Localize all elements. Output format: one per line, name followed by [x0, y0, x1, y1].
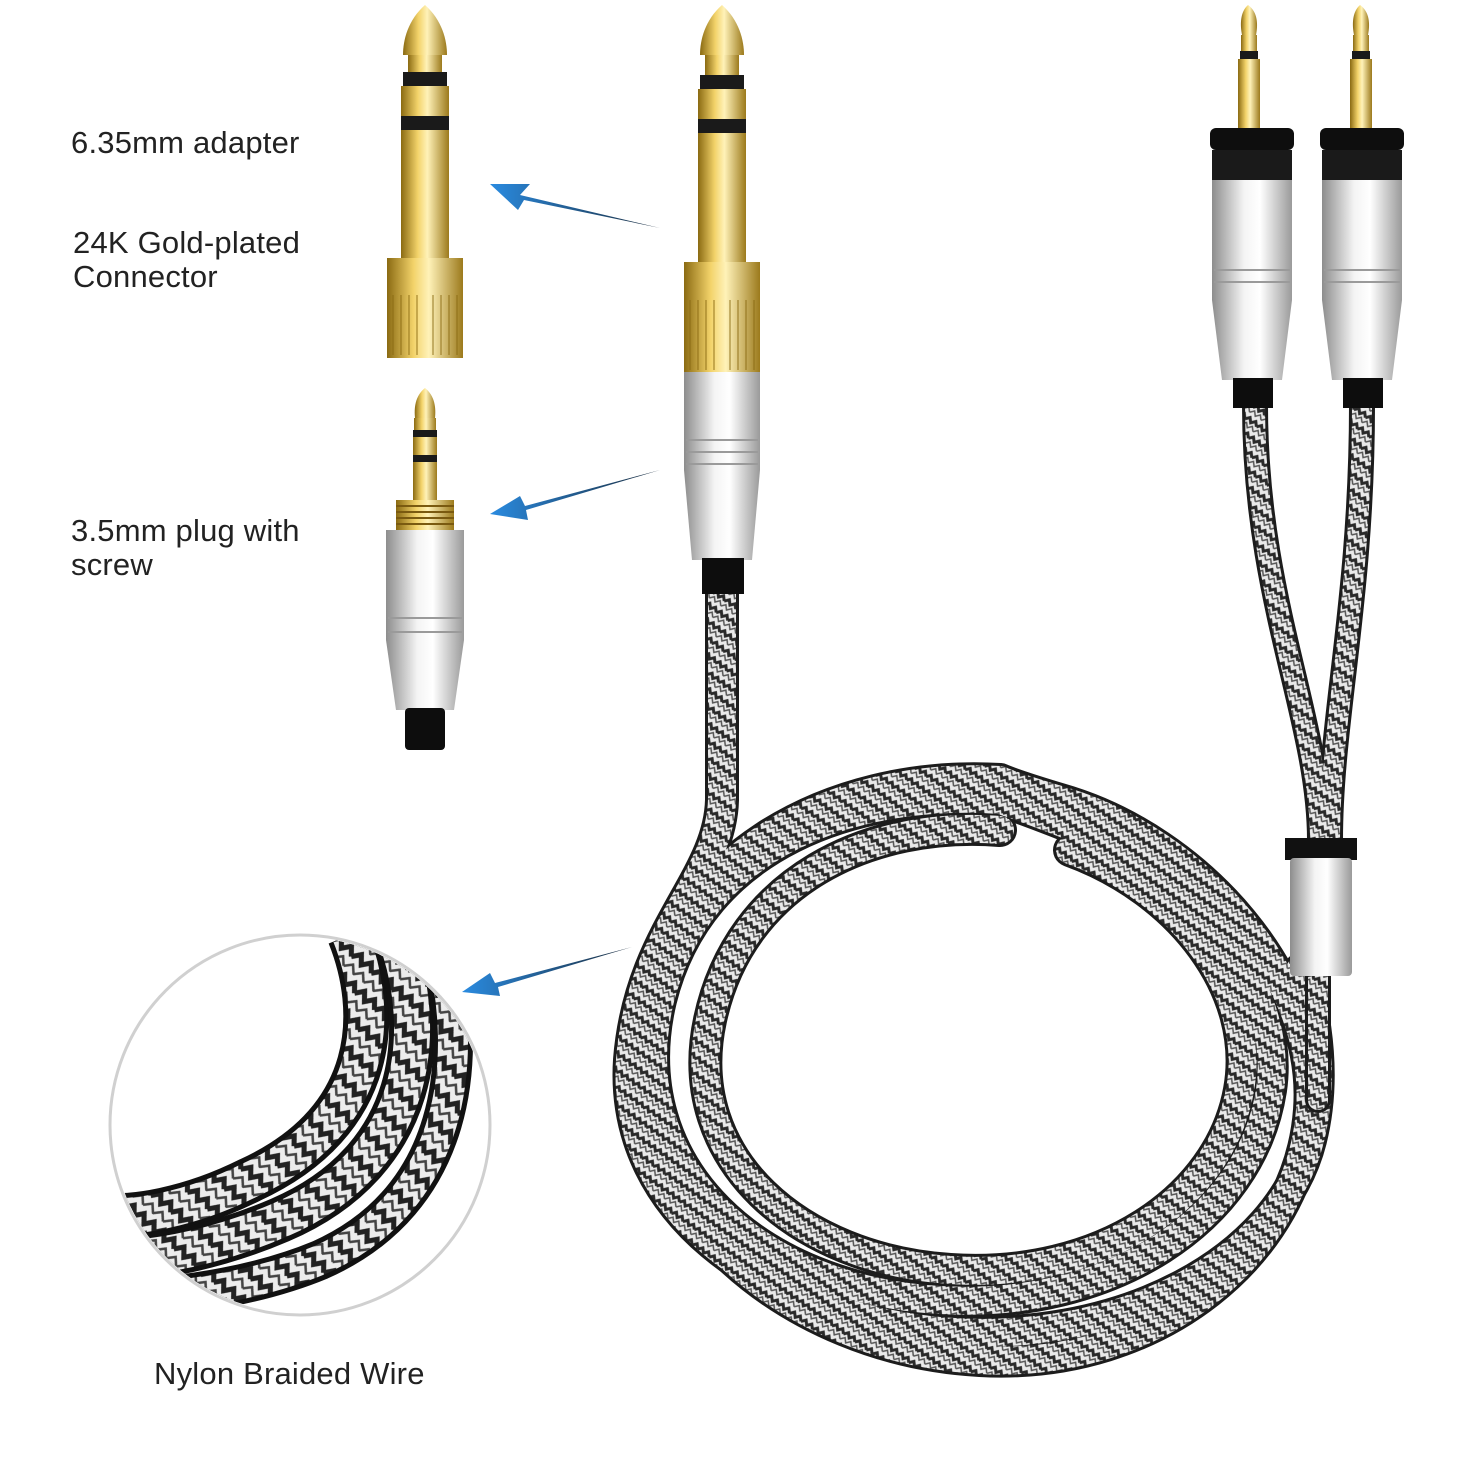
arrow-icon	[490, 184, 660, 228]
gold-plated-label: 24K Gold-plated Connector	[73, 225, 301, 294]
arrow-icon	[462, 947, 632, 996]
braid-zoom-circle	[108, 933, 492, 1317]
3-5mm-plug-illustration	[386, 388, 464, 750]
dual-mono-plugs	[1210, 5, 1404, 408]
adapter-label: 6.35mm adapter	[71, 125, 300, 160]
arrow-icon	[490, 470, 660, 520]
braided-cable	[612, 392, 1375, 1378]
nylon-wire-label: Nylon Braided Wire	[154, 1356, 425, 1391]
main-6-35mm-plug	[684, 5, 760, 594]
y-splitter	[1285, 838, 1357, 976]
plug-with-screw-label: 3.5mm plug with screw	[71, 513, 300, 582]
6-35mm-adapter-illustration	[387, 5, 463, 358]
